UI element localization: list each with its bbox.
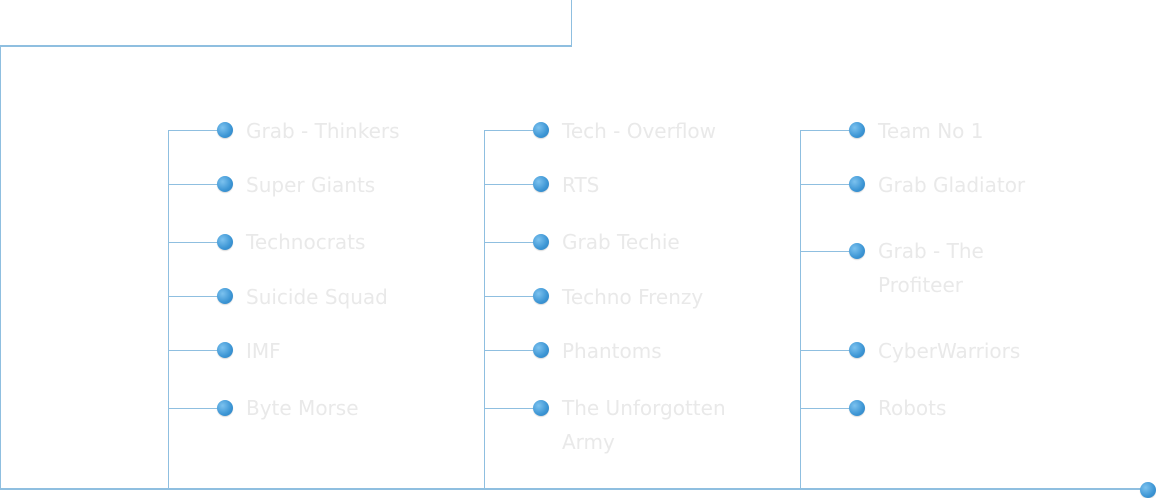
node-dot [217,122,233,138]
branch-line [168,130,224,131]
branch-line [800,408,856,409]
branch-line [484,184,540,185]
node-dot [533,176,549,192]
branch-line [484,242,540,243]
node-dot [533,234,549,250]
team-label: Robots [878,396,947,420]
node-dot [217,234,233,250]
branch-line [800,251,856,252]
branch-line [168,350,224,351]
node-dot [849,176,865,192]
node-dot [217,288,233,304]
top-horizontal-line [0,45,572,47]
team-label: Super Giants [246,173,376,197]
team-label: Grab Techie [562,230,680,254]
branch-line [800,350,856,351]
left-vertical-line [0,45,1,489]
node-dot [533,288,549,304]
branch-line [168,408,224,409]
branch-line [168,296,224,297]
team-label: Grab - The Profiteer [878,239,984,297]
team-label: IMF [246,339,281,363]
team-label: RTS [562,173,600,197]
branch-line [800,130,856,131]
node-dot [533,342,549,358]
bottom-horizontal-line [0,488,1146,490]
node-dot [217,400,233,416]
node-dot [849,243,865,259]
branch-line [168,184,224,185]
team-label: CyberWarriors [878,339,1021,363]
team-label: Grab Gladiator [878,173,1026,197]
team-label: Team No 1 [878,119,984,143]
branch-line [484,350,540,351]
team-label: Byte Morse [246,396,359,420]
team-label: The Unforgotten Army [562,396,726,454]
team-label: Techno Frenzy [562,285,704,309]
node-dot [533,400,549,416]
team-label: Suicide Squad [246,285,388,309]
top-right-vertical-line [571,0,572,46]
end-node-dot [1140,482,1156,498]
node-dot [849,122,865,138]
branch-line [800,184,856,185]
node-dot [217,342,233,358]
node-dot [849,342,865,358]
team-label: Phantoms [562,339,662,363]
branch-line [484,130,540,131]
node-dot [217,176,233,192]
team-label: Grab - Thinkers [246,119,400,143]
column-1-stem [168,131,169,489]
column-2-stem [484,131,485,489]
node-dot [849,400,865,416]
branch-line [168,242,224,243]
branch-line [484,408,540,409]
branch-line [484,296,540,297]
column-3-stem [800,131,801,489]
team-label: Technocrats [246,230,366,254]
node-dot [533,122,549,138]
team-label: Tech - Overflow [562,119,717,143]
